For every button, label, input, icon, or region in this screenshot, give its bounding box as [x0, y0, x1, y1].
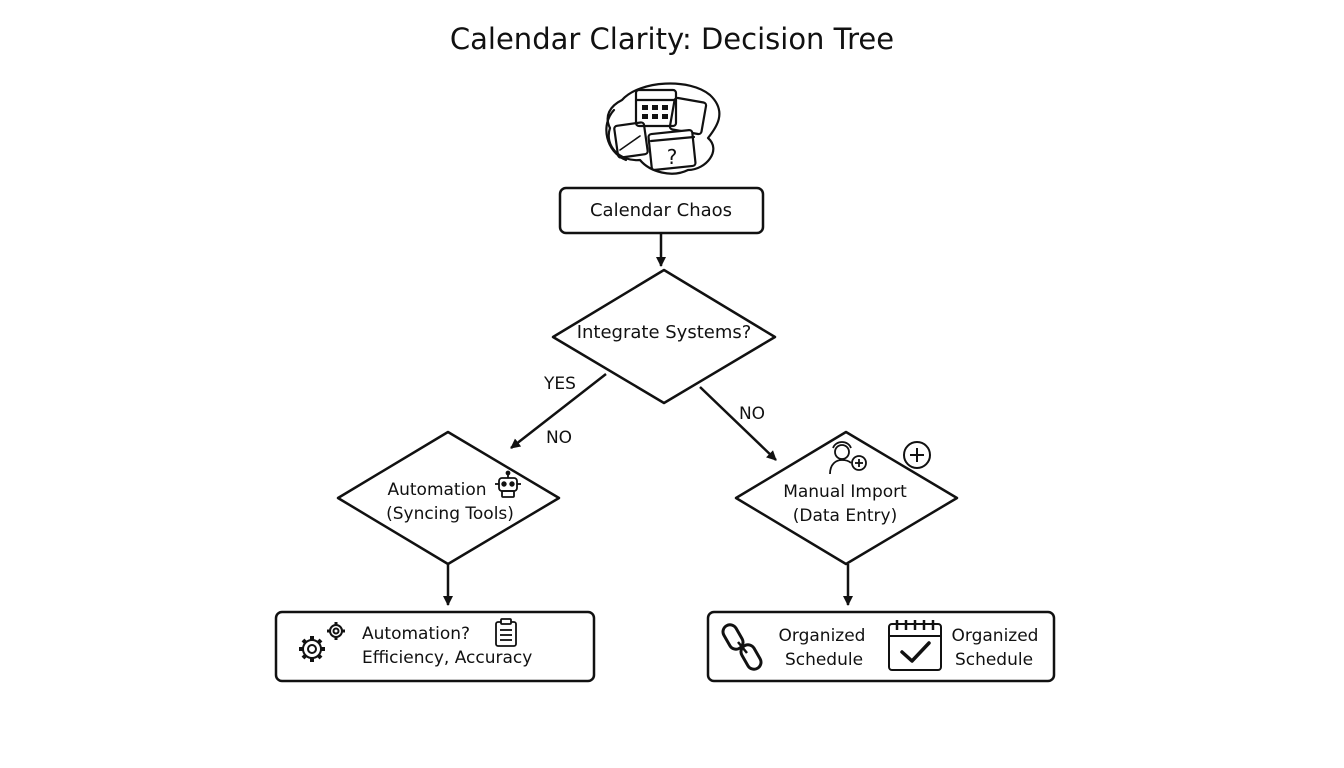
decision-manual-line2: (Data Entry)	[793, 506, 898, 526]
diagram-title: Calendar Clarity: Decision Tree	[449, 22, 895, 56]
edge-yes-label: YES	[543, 374, 576, 394]
robot-icon	[495, 470, 521, 498]
result-automation-node: Automation? Efficiency, Accuracy	[274, 610, 596, 683]
chain-link-icon	[721, 623, 763, 671]
clipboard-list-icon	[495, 618, 517, 647]
decision-manual-node: Manual Import (Data Entry)	[734, 430, 959, 566]
result-manual-right-line1: Organized	[952, 626, 1039, 646]
result-automation-line2: Efficiency, Accuracy	[362, 648, 532, 668]
edge-yes-to-automation	[510, 373, 607, 449]
edge-no-label-left: NO	[546, 428, 572, 448]
start-node: Calendar Chaos	[558, 186, 765, 235]
gears-icon	[299, 622, 345, 662]
result-automation-line1: Automation?	[362, 624, 470, 644]
decision-automation-line1: Automation	[387, 480, 486, 500]
plus-circle-icon	[903, 441, 931, 469]
result-manual-right-line2: Schedule	[955, 650, 1033, 670]
decision-main-node: Integrate Systems?	[551, 268, 777, 405]
result-manual-left-line2: Schedule	[785, 650, 863, 670]
start-node-label: Calendar Chaos	[590, 200, 732, 221]
calendar-check-icon	[888, 620, 942, 671]
edge-no-to-manual	[699, 386, 777, 461]
decision-automation-line2: (Syncing Tools)	[386, 504, 514, 524]
decision-automation-node: Automation (Syncing Tools)	[336, 430, 561, 566]
calendar-chaos-icon: ?	[605, 82, 721, 175]
result-manual-node: Organized Schedule Organized Schedule	[706, 610, 1056, 683]
svg-text:?: ?	[667, 145, 678, 169]
result-manual-left-line1: Organized	[779, 626, 866, 646]
decision-manual-line1: Manual Import	[783, 482, 907, 502]
decision-main-label: Integrate Systems?	[577, 322, 752, 343]
person-add-icon	[829, 441, 867, 475]
edge-no-label-right: NO	[739, 404, 765, 424]
